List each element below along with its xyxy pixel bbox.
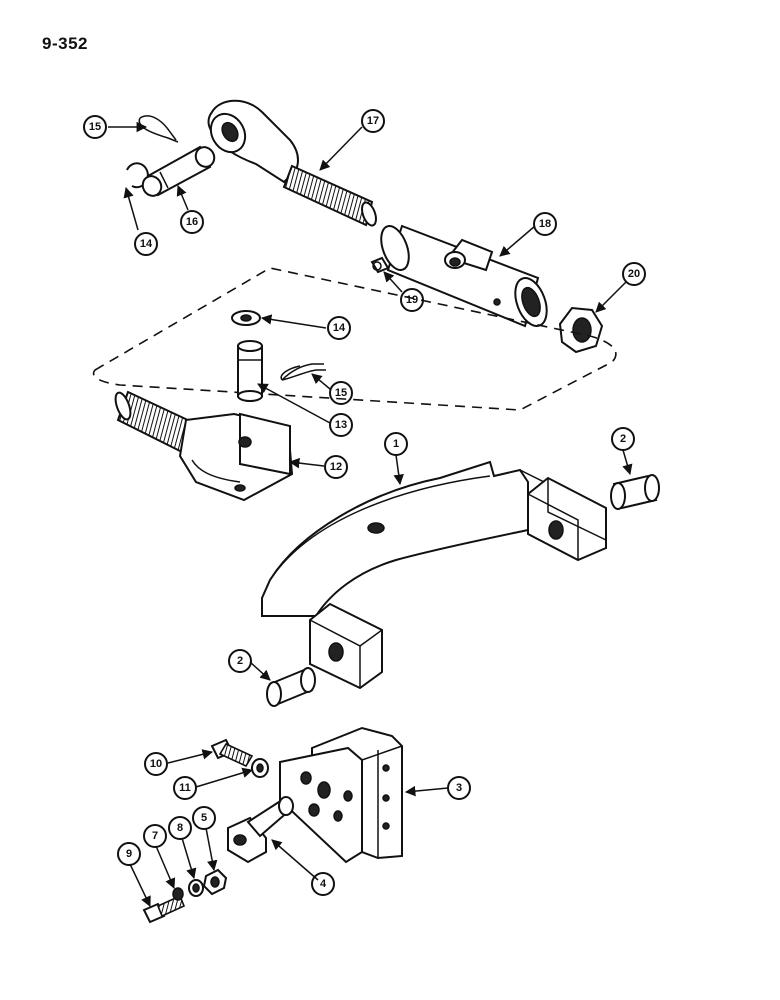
callout-label: 19	[406, 294, 418, 306]
callout-label: 4	[320, 878, 327, 890]
callout-label: 12	[330, 461, 342, 473]
bolt-upper	[210, 738, 254, 768]
callout-label: 11	[179, 782, 191, 794]
bolt-lower	[142, 894, 186, 924]
pin-middle	[237, 340, 263, 402]
retaining-ring-top	[126, 162, 149, 189]
callout-label: 15	[89, 121, 101, 133]
callout-14-middle: 14	[327, 316, 351, 340]
frame-arm	[261, 460, 607, 690]
callout-label: 7	[152, 830, 158, 842]
callout-16: 16	[180, 210, 204, 234]
adjusting-sleeve	[380, 224, 548, 328]
cotter-pin-middle	[280, 363, 326, 381]
callout-label: 10	[150, 758, 162, 770]
callout-7: 7	[143, 824, 167, 848]
callout-5: 5	[192, 806, 216, 830]
callout-11: 11	[173, 776, 197, 800]
hex-nut	[558, 306, 604, 354]
bushing-left	[266, 667, 316, 707]
callout-20: 20	[622, 262, 646, 286]
callout-15-top: 15	[83, 115, 107, 139]
callout-label: 17	[367, 115, 379, 127]
callout-label: 5	[201, 812, 207, 824]
grease-fitting	[370, 256, 390, 274]
callout-19: 19	[400, 288, 424, 312]
cotter-pin-top	[138, 115, 179, 143]
callout-2-right: 2	[611, 427, 635, 451]
ball-end-link	[207, 99, 377, 227]
clevis	[114, 390, 294, 502]
callout-13: 13	[329, 413, 353, 437]
callout-label: 15	[335, 387, 347, 399]
callout-2-left: 2	[228, 649, 252, 673]
callout-10: 10	[144, 752, 168, 776]
bushing-right	[610, 474, 660, 510]
callout-3: 3	[447, 776, 471, 800]
callout-label: 9	[126, 848, 132, 860]
lock-washer-upper	[251, 758, 269, 778]
pivot-pin-plate	[227, 796, 294, 864]
callout-label: 2	[237, 655, 243, 667]
clevis-pin	[141, 145, 216, 197]
callout-12: 12	[324, 455, 348, 479]
callout-label: 20	[628, 268, 640, 280]
callout-17: 17	[361, 109, 385, 133]
nut-lower	[202, 868, 228, 896]
callout-label: 14	[140, 238, 153, 250]
callout-4: 4	[311, 872, 335, 896]
callout-label: 3	[456, 782, 462, 794]
callout-18: 18	[533, 212, 557, 236]
callout-label: 13	[335, 419, 347, 431]
callout-label: 2	[620, 433, 626, 445]
mounting-bracket	[279, 726, 403, 864]
washer-lower	[172, 887, 184, 901]
callout-9: 9	[117, 842, 141, 866]
callout-1: 1	[384, 432, 408, 456]
callout-14-top: 14	[134, 232, 158, 256]
page-number: 9-352	[42, 34, 88, 53]
callout-8: 8	[168, 816, 192, 840]
retaining-ring-middle	[231, 310, 261, 326]
callout-label: 14	[333, 322, 346, 334]
callout-label: 8	[177, 822, 183, 834]
callout-label: 18	[539, 218, 551, 230]
callout-15-middle: 15	[329, 381, 353, 405]
callout-label: 16	[186, 216, 198, 228]
leader-lines	[108, 121, 633, 907]
lock-washer-lower	[188, 879, 204, 897]
callout-label: 1	[393, 438, 399, 450]
